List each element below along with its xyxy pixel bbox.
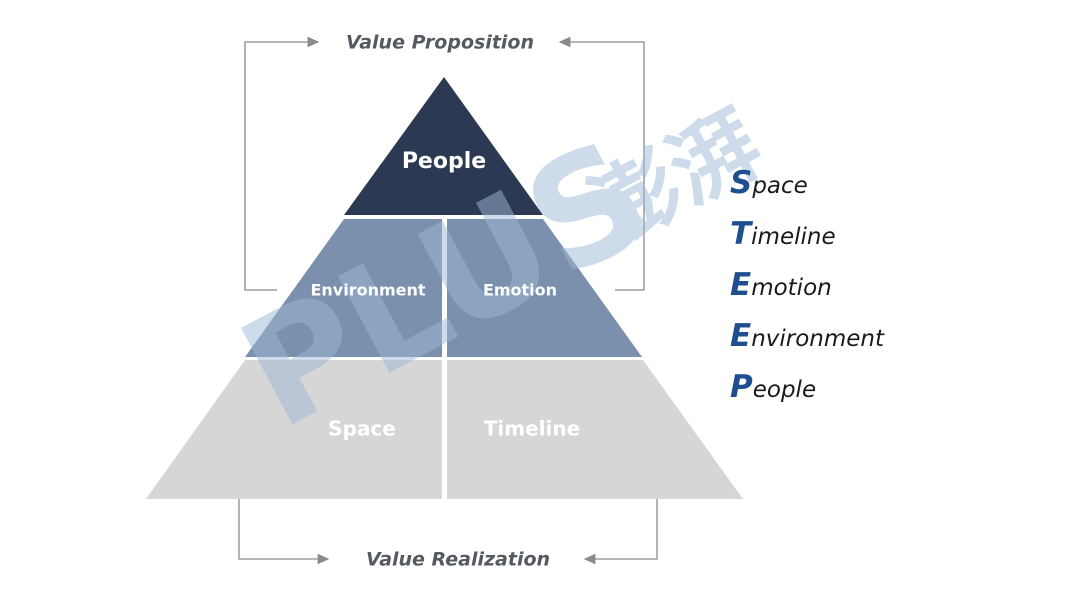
- middle-tier-left: [245, 219, 442, 357]
- steep-word-rest: imeline: [751, 224, 836, 250]
- environment-label: Environment: [310, 281, 425, 300]
- value-realization-label: Value Realization: [366, 549, 550, 571]
- bottom-tier-left: [146, 360, 442, 499]
- value-proposition-label: Value Proposition: [346, 32, 534, 54]
- steep-acronym-list: Space Timeline Emotion Environment Peopl…: [730, 158, 1030, 413]
- pyramid: [146, 77, 743, 499]
- steep-initial: S: [730, 165, 753, 201]
- proposition-left-bracket: [244, 36, 320, 291]
- bottom-tier-right: [447, 360, 743, 499]
- steep-initial: E: [730, 267, 752, 303]
- steep-item-environment: Environment: [730, 311, 1030, 362]
- steep-word-rest: eople: [752, 377, 817, 403]
- emotion-label: Emotion: [483, 281, 557, 300]
- steep-word-rest: motion: [751, 275, 832, 301]
- steep-word-rest: nvironment: [751, 326, 885, 352]
- top-tier: [344, 77, 543, 215]
- space-label: Space: [328, 417, 396, 441]
- steep-initial: T: [730, 216, 752, 252]
- steep-item-people: People: [730, 362, 1030, 413]
- proposition-right-bracket: [558, 36, 645, 291]
- steep-word-rest: pace: [752, 173, 808, 199]
- value-proposition-loop: Value Proposition: [244, 32, 645, 291]
- steep-initial: E: [730, 318, 752, 354]
- middle-tier-right: [447, 219, 642, 357]
- steep-item-emotion: Emotion: [730, 260, 1030, 311]
- steep-item-space: Space: [730, 158, 1030, 209]
- people-label: People: [402, 149, 486, 174]
- steep-initial: P: [730, 369, 753, 405]
- steep-item-timeline: Timeline: [730, 209, 1030, 260]
- timeline-label: Timeline: [484, 417, 580, 441]
